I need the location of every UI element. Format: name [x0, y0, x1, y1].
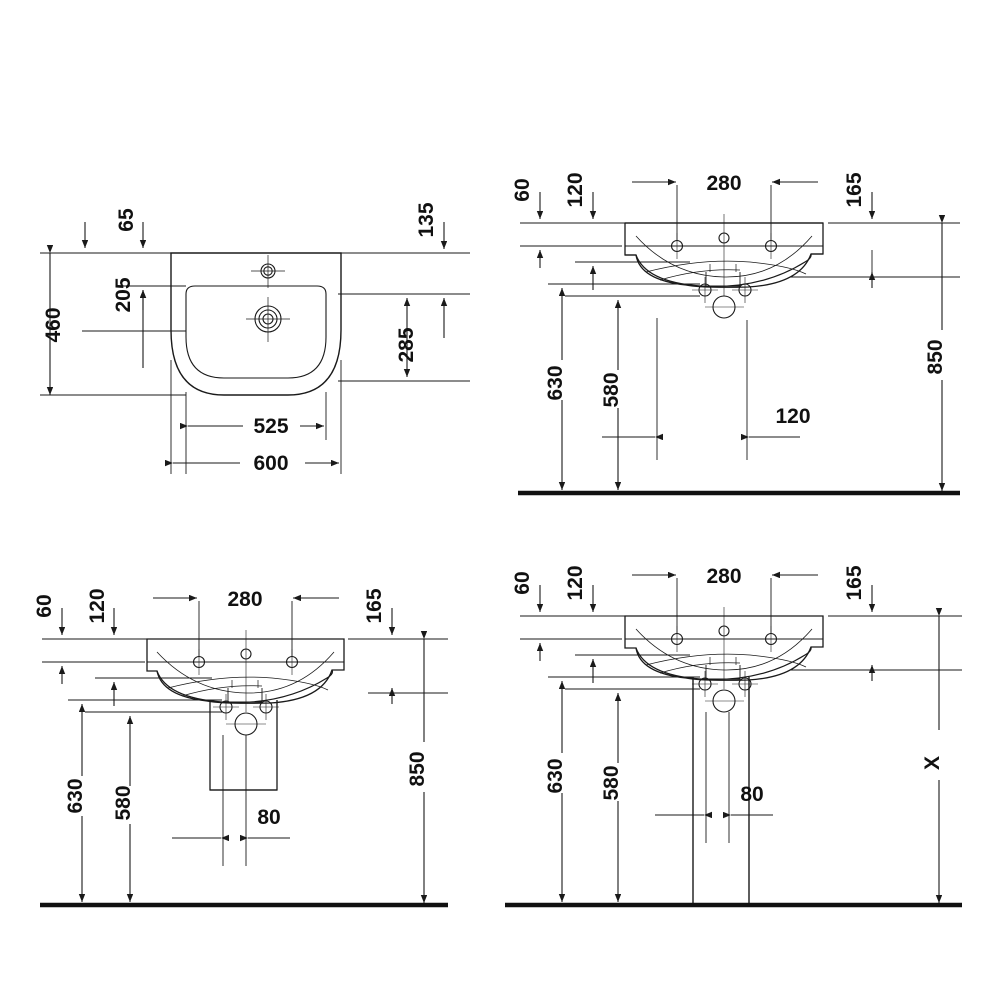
- extension-lines-top-left: [40, 252, 186, 396]
- dimension-label-165-br: 165: [843, 565, 866, 600]
- extension-lines-top-right: [338, 252, 470, 382]
- dimension-label-120-bl: 120: [86, 588, 109, 623]
- tap-hole-top: [251, 255, 285, 288]
- basin-body-front-br: [624, 615, 824, 681]
- dimension-65-top: [81, 222, 147, 248]
- tap-holes-front-bl: [186, 630, 305, 712]
- fixing-holes-front-bl: [213, 694, 279, 736]
- fixing-holes-front-br: [692, 671, 758, 713]
- dimension-80-br: [655, 712, 773, 843]
- dimension-label-80-br: 80: [740, 783, 763, 806]
- basin-outline-top: [170, 252, 342, 396]
- dimension-280-bl: [153, 594, 339, 656]
- dimension-label-630-tr: 630: [544, 365, 567, 400]
- drain-hole-top: [246, 297, 290, 342]
- dimension-165-br: [790, 585, 962, 681]
- extension-lines-bl-left: [42, 638, 222, 713]
- dimension-label-280-bl: 280: [227, 588, 262, 611]
- dimension-165-tr: [790, 192, 960, 288]
- dimension-label-80-bl: 80: [257, 806, 280, 829]
- dimension-label-580-tr: 580: [600, 372, 623, 407]
- dimension-label-205: 205: [112, 277, 135, 312]
- dimension-label-165-tr: 165: [843, 172, 866, 207]
- dimension-label-65: 65: [115, 208, 138, 232]
- dimension-label-850-tr: 850: [924, 339, 947, 374]
- fixing-holes-front-tr: [692, 277, 758, 319]
- dimension-label-280-tr: 280: [706, 172, 741, 195]
- view-top-view: [40, 222, 470, 474]
- dimension-label-120b-tr: 120: [775, 405, 810, 428]
- extension-lines-br-left: [520, 615, 700, 690]
- extension-lines-top-bottom: [170, 360, 342, 474]
- semi-pedestal-bl: [209, 700, 278, 791]
- dimension-label-280-br: 280: [706, 565, 741, 588]
- dimension-120b-tr: [602, 318, 800, 460]
- dimension-label-630-bl: 630: [64, 778, 87, 813]
- tap-holes-front-tr: [664, 214, 784, 296]
- dimension-label-460: 460: [42, 307, 65, 342]
- view-front-view-full-pedestal: [505, 571, 962, 908]
- dimension-label-60-bl: 60: [33, 594, 56, 617]
- dimension-280-tr: [632, 178, 818, 240]
- dimension-label-x-br: X: [921, 756, 944, 770]
- dimension-label-120-tr: 120: [564, 172, 587, 207]
- dimension-label-600: 600: [253, 452, 288, 475]
- dimension-label-120-br: 120: [564, 565, 587, 600]
- dimension-280-br: [632, 571, 818, 633]
- dimension-label-580-bl: 580: [112, 785, 135, 820]
- dimension-label-135: 135: [415, 202, 438, 237]
- basin-bowl-top: [185, 285, 327, 379]
- dimension-label-60-br: 60: [511, 571, 534, 594]
- dimension-165-bl: [348, 608, 448, 704]
- dimension-label-525: 525: [253, 415, 288, 438]
- view-front-view-wall-hung: [518, 178, 960, 496]
- dimension-label-580-br: 580: [600, 765, 623, 800]
- dimension-80-bl: [172, 735, 290, 866]
- view-front-view-semi-pedestal: [40, 594, 448, 908]
- dimension-label-285: 285: [395, 327, 418, 362]
- dimension-label-60-tr: 60: [511, 178, 534, 201]
- dimension-label-850-bl: 850: [406, 751, 429, 786]
- dimension-285-top: [403, 298, 448, 377]
- full-pedestal-br: [692, 677, 750, 903]
- dimension-label-630-br: 630: [544, 758, 567, 793]
- dimension-label-165-bl: 165: [363, 588, 386, 623]
- extension-lines-tr-left: [520, 222, 700, 297]
